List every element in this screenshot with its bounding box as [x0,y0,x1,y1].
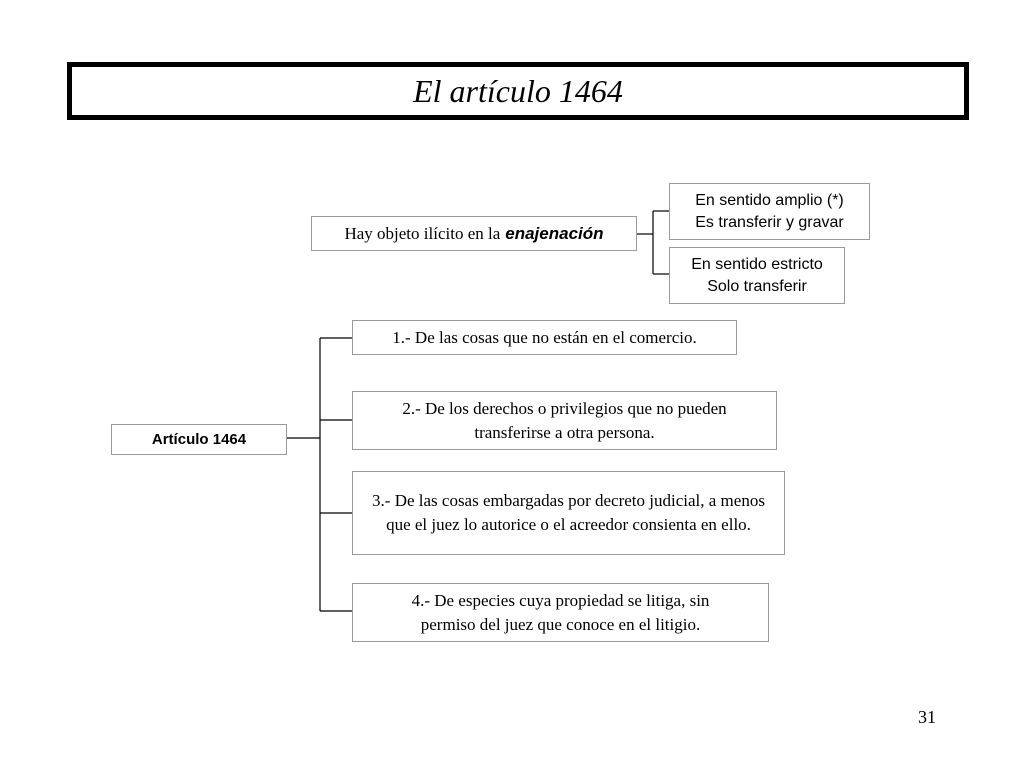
enajenacion-prefix: Hay objeto ilícito en la [344,223,501,243]
item-2-text: 2.- De los derechos o privilegios que no… [402,398,727,442]
branch-estricto-line2: Solo transferir [707,277,807,295]
item-1-box: 1.- De las cosas que no están en el come… [352,320,737,355]
item-3-text: 3.- De las cosas embargadas por decreto … [372,491,765,534]
page-number: 31 [918,707,936,727]
branch-estricto-line1: En sentido estricto [691,255,823,273]
enajenacion-box: Hay objeto ilícito en la enajenación [311,216,637,251]
branch-estricto-box: En sentido estricto Solo transferir [669,247,845,304]
item-4-text: 4.- De especies cuya propiedad se litiga… [411,590,710,634]
branch-amplio-box: En sentido amplio (*) Es transferir y gr… [669,183,870,240]
item-3-box: 3.- De las cosas embargadas por decreto … [352,471,785,555]
branch-amplio-line2: Es transferir y gravar [695,213,844,231]
articulo-label: Artículo 1464 [151,430,247,448]
item-1-text: 1.- De las cosas que no están en el come… [392,327,697,347]
slide-title: El artículo 1464 [413,73,623,109]
branch-amplio-line1: En sentido amplio (*) [695,191,844,209]
articulo-box: Artículo 1464 [111,424,287,455]
item-4-box: 4.- De especies cuya propiedad se litiga… [352,583,769,642]
item-2-box: 2.- De los derechos o privilegios que no… [352,391,777,450]
title-frame: El artículo 1464 [67,62,969,120]
enajenacion-emphasis: enajenación [505,223,604,243]
